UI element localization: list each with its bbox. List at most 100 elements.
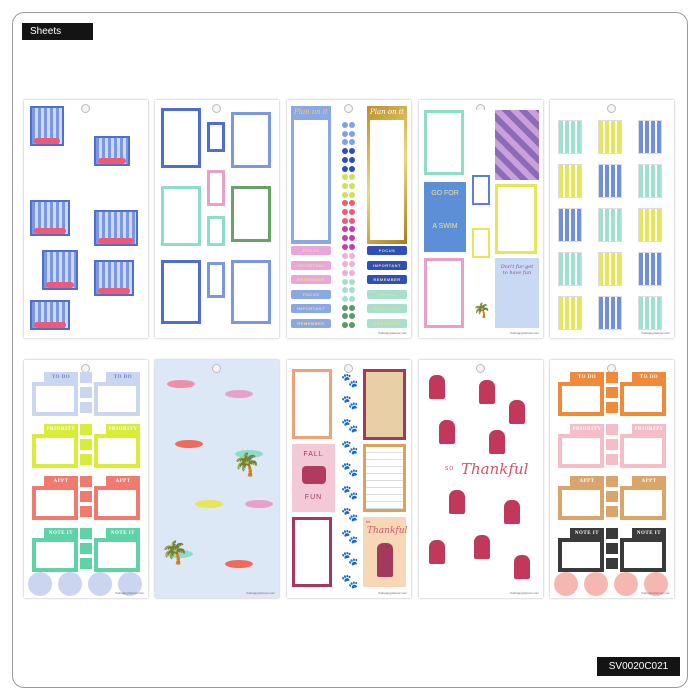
task-box <box>620 538 666 572</box>
color-dot <box>349 252 355 259</box>
frame-sticker <box>161 108 201 168</box>
task-box <box>32 538 78 572</box>
towel-sticker <box>638 120 662 154</box>
palm-tree-icon: 🌴 <box>233 452 261 477</box>
task-box <box>32 434 78 468</box>
task-tab <box>570 424 604 436</box>
label-pill: REMEMBER <box>367 318 407 328</box>
task-label: PRIORITY <box>634 427 664 432</box>
hang-hole <box>476 364 485 373</box>
task-box <box>94 382 140 416</box>
towel-sticker <box>558 120 582 154</box>
color-dot <box>342 156 348 163</box>
flag-sticker <box>80 402 92 413</box>
sheets-label: Sheets <box>22 23 93 40</box>
flag-sticker <box>606 506 618 517</box>
task-tab <box>44 424 78 436</box>
dog-illustration <box>504 500 520 524</box>
task-tab <box>570 372 604 384</box>
towel-sticker <box>558 296 582 330</box>
paw-icon: 🐾 <box>341 572 359 589</box>
towel-sticker <box>638 164 662 198</box>
frame-plum <box>292 517 332 587</box>
color-dot <box>342 252 348 259</box>
color-dot <box>349 165 355 172</box>
fall-fun-card: FALL FUN <box>292 444 335 512</box>
color-dot <box>349 148 355 155</box>
color-dot <box>342 304 348 311</box>
flag-sticker <box>606 454 618 465</box>
flag-sticker <box>80 491 92 502</box>
brand-text: thehappyplanner.com <box>510 331 539 335</box>
dog-circle-sticker <box>58 572 82 596</box>
task-tab <box>570 528 604 540</box>
task-label: PRIORITY <box>46 427 76 432</box>
flag-sticker <box>606 387 618 398</box>
dog-illustration <box>474 535 490 559</box>
color-dot <box>349 122 355 128</box>
sku-label: SV0020C021 <box>597 657 680 676</box>
lined-area <box>370 120 404 240</box>
dog-illustration <box>449 490 465 514</box>
thankful-prefix: be <box>366 519 371 524</box>
towel-sticker <box>598 208 622 242</box>
color-dot <box>349 313 355 320</box>
paw-icon: 🐾 <box>341 483 359 500</box>
card-text: GO FOR <box>431 190 459 197</box>
color-dot <box>342 296 348 302</box>
task-tab <box>44 528 78 540</box>
label-pill: FOCUS <box>367 246 407 255</box>
paw-icon: 🐾 <box>341 416 359 433</box>
task-label: APPT <box>115 479 131 484</box>
flag-sticker <box>80 372 92 383</box>
towel-sticker <box>638 252 662 286</box>
fun-card: Don't fur-get to have fun <box>495 258 539 328</box>
dog-circle-sticker <box>28 572 52 596</box>
hang-hole <box>607 104 616 113</box>
paw-icon: 🐾 <box>341 394 359 411</box>
hang-hole <box>212 364 221 373</box>
task-label: APPT <box>579 479 595 484</box>
color-dot <box>342 122 348 128</box>
color-dot <box>342 174 348 181</box>
pool-float <box>195 500 223 508</box>
task-tab <box>632 476 666 488</box>
color-dot <box>342 243 348 250</box>
palm-tree-icon: 🌴 <box>161 540 189 565</box>
flag-sticker <box>80 424 92 435</box>
task-label: APPT <box>641 479 657 484</box>
hang-hole <box>344 104 353 113</box>
product-frame <box>12 12 688 688</box>
towel-sticker <box>598 296 622 330</box>
sticker-sheet-photo-frames <box>155 100 279 338</box>
flower-box <box>98 288 130 294</box>
towel-sticker <box>638 208 662 242</box>
color-dot <box>342 191 348 198</box>
task-box <box>558 434 604 468</box>
frame-sticker <box>161 186 201 246</box>
color-dot <box>342 148 348 155</box>
paw-icon: 🐾 <box>341 505 359 522</box>
sticker-sheet-window-scenes <box>24 100 148 338</box>
dog-circle-sticker <box>88 572 112 596</box>
task-label: APPT <box>53 479 69 484</box>
sticker-sheet-swim-dogs: GO FOR A SWIM Don't fur-get to have fun … <box>419 100 543 338</box>
sticker-sheet-beach-towels: thehappyplanner.com <box>550 100 674 338</box>
towel-sticker <box>638 296 662 330</box>
task-box <box>94 538 140 572</box>
paw-icon: 🐾 <box>341 372 359 388</box>
pool-float <box>165 550 193 558</box>
task-box <box>558 486 604 520</box>
hang-hole <box>212 104 221 113</box>
flag-sticker <box>80 543 92 554</box>
sticker-sheet-beach-dogs: 🌴🌴 thehappyplanner.com <box>155 360 279 598</box>
color-dot <box>342 139 348 146</box>
flower-box <box>34 322 66 328</box>
sticker-sheet-so-thankful: SO Thankful thehappyplanner.com <box>419 360 543 598</box>
dog-circle-sticker <box>554 572 578 596</box>
color-dot <box>342 226 348 233</box>
brand-text: thehappyplanner.com <box>378 331 407 335</box>
flag-sticker <box>80 528 92 539</box>
brand-text: thehappyplanner.com <box>378 591 407 595</box>
